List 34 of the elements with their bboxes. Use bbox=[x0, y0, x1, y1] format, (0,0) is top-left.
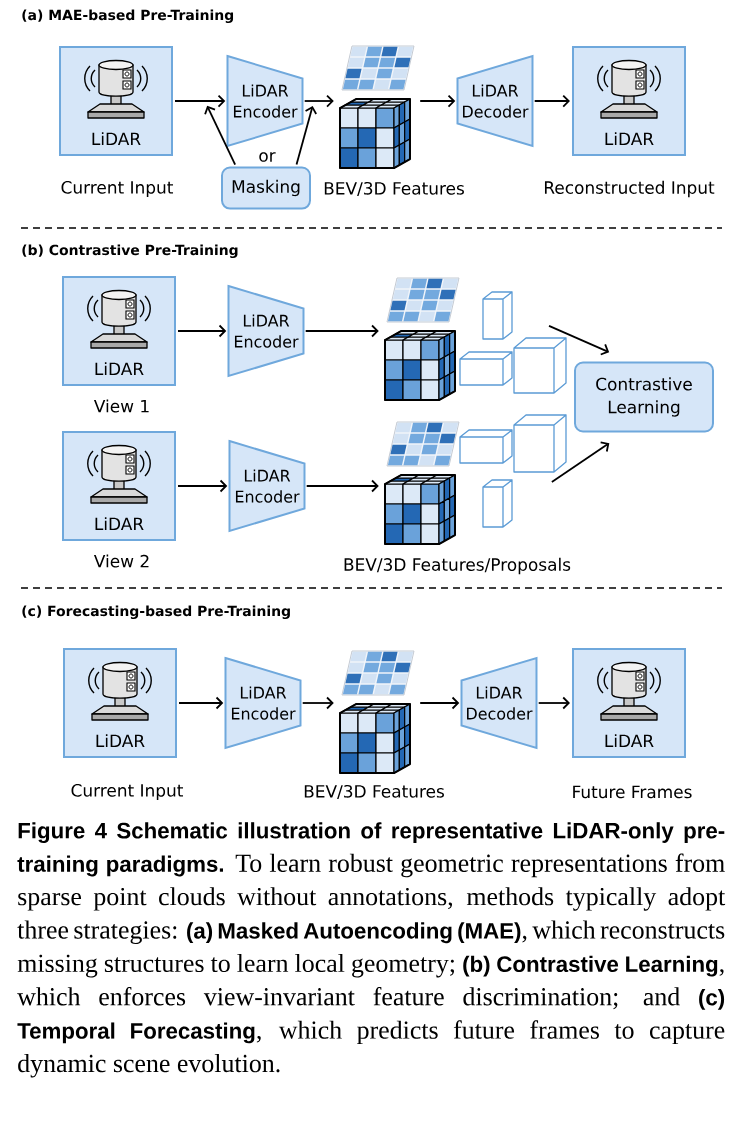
section-heading: (a) MAE-based Pre-Training bbox=[22, 9, 233, 24]
arrow bbox=[548, 324, 610, 356]
node-caption: Future Frames bbox=[573, 785, 692, 799]
arrow bbox=[295, 105, 318, 166]
node-caption: View 2 bbox=[93, 554, 149, 568]
arrow bbox=[204, 105, 237, 166]
arrow bbox=[533, 94, 570, 108]
arrow bbox=[537, 696, 570, 710]
process-box: Masking bbox=[221, 166, 311, 210]
arrow bbox=[301, 696, 334, 710]
arrow bbox=[303, 94, 334, 108]
arrow bbox=[304, 324, 379, 338]
node-caption: BEV/3D Features bbox=[304, 784, 444, 800]
arrow bbox=[177, 479, 228, 493]
node-caption: Current Input bbox=[71, 783, 183, 801]
arrow bbox=[419, 94, 456, 108]
arrow bbox=[305, 479, 379, 493]
node-caption: Current Input bbox=[61, 180, 173, 198]
arrow bbox=[174, 94, 226, 108]
node-caption: View 1 bbox=[93, 399, 149, 413]
arrow bbox=[419, 696, 460, 710]
decoder-trapezoid: LiDAR Decoder bbox=[460, 656, 538, 750]
arrow bbox=[177, 324, 227, 338]
process-box: Contrastive Learning bbox=[574, 361, 714, 433]
node-caption: Reconstructed Input bbox=[544, 180, 715, 198]
section-heading: (b) Contrastive Pre-Training bbox=[22, 244, 238, 259]
arrow bbox=[550, 441, 610, 483]
node-caption: BEV/3D Features bbox=[324, 181, 464, 197]
figure-caption: Figure 4 Schematic illustration of representative LiDAR-only pre-training paradigms. To learn robust geometric representations from sparse point clouds without annotations, methods typically adopt three strategies: (a) Masked Autoencoding (MAE), which reconstructs missing structures to learn local geometry; (b) Contrastive Learning, which enforces view-invariant feature discrimination; and (c) Temporal Forecasting, which predicts future frames to capture dynamic scene evolution. bbox=[17, 822, 726, 1078]
arrow bbox=[178, 696, 224, 710]
section-heading: (c) Forecasting-based Pre-Training bbox=[22, 605, 290, 619]
decoder-trapezoid: LiDAR Decoder bbox=[456, 54, 534, 148]
node-caption: BEV/3D Features/Proposals bbox=[344, 557, 571, 575]
annotation-label: or bbox=[259, 152, 276, 162]
